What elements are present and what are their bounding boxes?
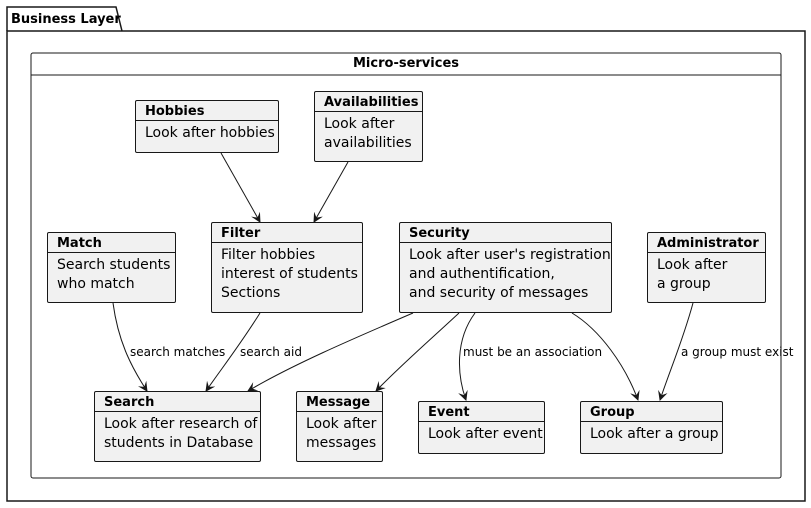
component-title: Event	[419, 402, 544, 422]
edge-administrator-group	[658, 302, 694, 401]
edge-security-search	[247, 312, 414, 392]
component-line: messages	[306, 435, 377, 451]
component-title: Match	[48, 233, 175, 253]
edge-match-search	[112, 302, 148, 392]
package-tab	[6, 6, 123, 32]
component-line: Look after	[324, 116, 395, 132]
microservices-frame	[30, 52, 782, 479]
edge-filter-search	[205, 312, 261, 392]
component-line: who match	[57, 276, 135, 292]
component-line: Look after a group	[590, 426, 719, 442]
edge-security-event	[458, 312, 476, 401]
component-line: Look after user's registration	[409, 247, 611, 263]
component-title: Security	[400, 223, 611, 243]
edge-label-group-must-exist: a group must exist	[681, 345, 794, 359]
component-title: Hobbies	[136, 101, 278, 121]
component-title: Availabilities	[315, 92, 422, 112]
component-line: and authentification,	[409, 266, 555, 282]
edge-hobbies-filter	[220, 152, 261, 223]
component-line: students in Database	[104, 435, 254, 451]
component-line: interest of students	[221, 266, 358, 282]
microservices-title: Micro-services	[353, 56, 459, 71]
component-line: Look after	[657, 257, 728, 273]
component-search: Search Look after research of students i…	[94, 391, 261, 462]
component-event: Event Look after event	[418, 401, 545, 454]
package-frame	[6, 30, 806, 502]
component-match: Match Search students who match	[47, 232, 176, 303]
component-security: Security Look after user's registration …	[399, 222, 612, 313]
edge-label-search-matches: search matches	[130, 345, 226, 359]
edge-availabilities-filter	[313, 161, 349, 223]
component-title: Filter	[212, 223, 362, 243]
component-availabilities: Availabilities Look after availabilities	[314, 91, 423, 162]
component-title: Group	[581, 402, 722, 422]
package-title: Business Layer	[11, 12, 121, 27]
component-administrator: Administrator Look after a group	[647, 232, 766, 303]
component-title: Administrator	[648, 233, 765, 253]
component-line: Look after research of	[104, 416, 258, 432]
component-line: availabilities	[324, 135, 412, 151]
edge-security-group	[571, 312, 640, 401]
component-hobbies: Hobbies Look after hobbies	[135, 100, 279, 153]
component-line: a group	[657, 276, 711, 292]
component-filter: Filter Filter hobbies interest of studen…	[211, 222, 363, 313]
edge-label-search-aid: search aid	[240, 345, 302, 359]
component-message: Message Look after messages	[296, 391, 383, 462]
component-line: Search students	[57, 257, 171, 273]
component-line: Look after event	[428, 426, 543, 442]
component-line: Look after	[306, 416, 377, 432]
edge-label-must-be-association: must be an association	[463, 345, 603, 359]
component-title: Search	[95, 392, 260, 412]
edge-security-message	[375, 312, 460, 392]
component-title: Message	[297, 392, 382, 412]
component-group: Group Look after a group	[580, 401, 723, 454]
component-line: and security of messages	[409, 285, 589, 301]
component-line: Filter hobbies	[221, 247, 316, 263]
component-line: Sections	[221, 285, 281, 301]
component-line: Look after hobbies	[145, 125, 275, 141]
